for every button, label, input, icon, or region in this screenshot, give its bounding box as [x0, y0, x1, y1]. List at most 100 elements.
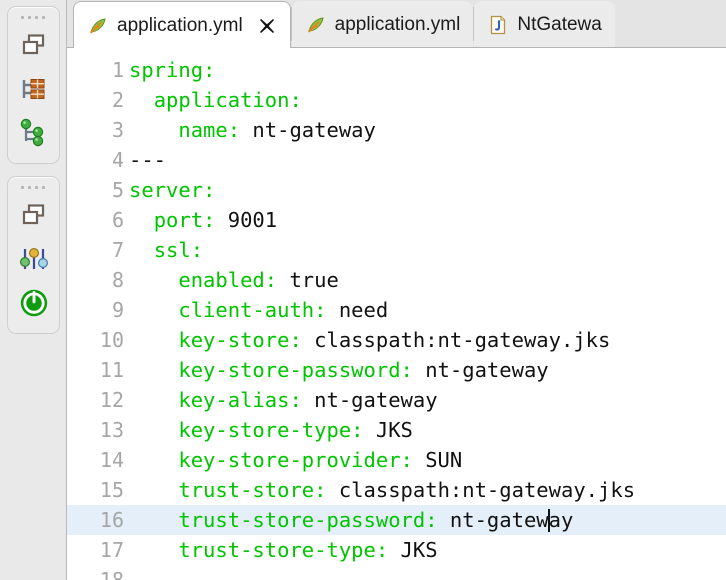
tab-label: application.yml [117, 15, 243, 36]
line-number: 12 [99, 388, 124, 412]
tab-separator [290, 7, 292, 41]
line-number: 7 [111, 238, 124, 262]
code-line[interactable]: 16 trust-store-password: nt-gateway [67, 505, 726, 535]
code-text[interactable]: enabled: true [129, 265, 726, 295]
tab-application-yml-2[interactable]: application.yml [291, 1, 474, 48]
code-line[interactable]: 15 trust-store: classpath:nt-gateway.jks [67, 475, 726, 505]
line-number: 14 [99, 448, 124, 472]
yaml-key: key-store-password: [178, 358, 413, 382]
code-text[interactable]: application: [129, 85, 726, 115]
code-line[interactable]: 14 key-store-provider: SUN [67, 445, 726, 475]
drag-handle-top[interactable] [8, 11, 59, 23]
yaml-key: name: [178, 118, 241, 142]
yaml-value: nt-gateway [412, 358, 549, 382]
line-number: 16 [99, 508, 124, 532]
code-text[interactable]: trust-store-password: nt-gateway [129, 505, 726, 535]
structure-button[interactable] [8, 67, 61, 111]
code-line[interactable]: 6 port: 9001 [67, 205, 726, 235]
code-line[interactable]: 18 [67, 565, 726, 580]
yaml-value: true [277, 268, 339, 292]
code-text[interactable]: name: nt-gateway [129, 115, 726, 145]
code-line[interactable]: 8 enabled: true [67, 265, 726, 295]
code-line[interactable]: 10 key-store: classpath:nt-gateway.jks [67, 325, 726, 355]
code-text[interactable]: port: 9001 [129, 205, 726, 235]
tab-separator [473, 7, 475, 41]
spring-boot-icon [18, 287, 50, 319]
code-text[interactable]: --- [129, 145, 726, 175]
code-text[interactable]: key-store-type: JKS [129, 415, 726, 445]
yaml-key: trust-store-password: [178, 508, 438, 532]
line-number: 6 [111, 208, 124, 232]
line-number: 18 [99, 568, 124, 580]
code-text[interactable]: key-store-password: nt-gateway [129, 355, 726, 385]
yaml-key: key-alias: [178, 388, 302, 412]
hierarchy-button[interactable] [8, 111, 61, 155]
line-number: 10 [99, 328, 124, 352]
spring-boot-button[interactable] [8, 281, 61, 325]
yaml-value: JKS [388, 538, 438, 562]
code-line[interactable]: 12 key-alias: nt-gateway [67, 385, 726, 415]
yaml-value-after-caret: ay [548, 508, 574, 532]
line-number: 1 [111, 58, 124, 82]
line-number: 13 [99, 418, 124, 442]
yaml-key: ssl: [153, 238, 204, 262]
yaml-value: SUN [412, 448, 463, 472]
line-number: 17 [99, 538, 124, 562]
code-line[interactable]: 17 trust-store-type: JKS [67, 535, 726, 565]
code-text[interactable]: key-store: classpath:nt-gateway.jks [129, 325, 726, 355]
code-text[interactable]: key-alias: nt-gateway [129, 385, 726, 415]
yaml-value: 9001 [215, 208, 278, 232]
code-text[interactable]: client-auth: need [129, 295, 726, 325]
line-number: 11 [99, 358, 124, 382]
code-line[interactable]: 11 key-store-password: nt-gateway [67, 355, 726, 385]
code-text[interactable]: trust-store-type: JKS [129, 535, 726, 565]
restore-windows-icon [22, 34, 46, 56]
restore-windows-button-2[interactable] [8, 193, 61, 237]
hierarchy-nodes-icon [19, 118, 49, 148]
code-text[interactable]: key-store-provider: SUN [129, 445, 726, 475]
line-number: 8 [111, 268, 124, 292]
tab-application-yml-active[interactable]: application.yml [73, 1, 291, 48]
line-number: 2 [111, 88, 124, 112]
code-line[interactable]: 13 key-store-type: JKS [67, 415, 726, 445]
line-number: 3 [111, 118, 124, 142]
code-text[interactable]: ssl: [129, 235, 726, 265]
yaml-value: nt-gatew [437, 508, 549, 532]
restore-windows-icon [22, 204, 46, 226]
tool-group-top [6, 6, 61, 164]
yaml-value: JKS [363, 418, 413, 442]
filters-button[interactable] [8, 237, 61, 281]
text-caret [547, 509, 550, 532]
code-line[interactable]: 9 client-auth: need [67, 295, 726, 325]
tool-sidebar [0, 0, 67, 580]
code-line[interactable]: 3 name: nt-gateway [67, 115, 726, 145]
structure-table-icon [19, 74, 49, 104]
yaml-key: key-store: [178, 328, 302, 352]
yaml-key: application: [153, 88, 302, 112]
yaml-value: nt-gateway [240, 118, 376, 142]
yaml-file-icon [88, 16, 108, 36]
code-line[interactable]: 4--- [67, 145, 726, 175]
editor-tab-bar: application.yml application.ym [67, 0, 726, 48]
tab-label: application.yml [334, 14, 461, 35]
tab-label: NtGatewa [517, 14, 602, 35]
code-line[interactable]: 2 application: [67, 85, 726, 115]
yaml-key: trust-store: [178, 478, 327, 502]
yaml-value: classpath:nt-gateway.jks [301, 328, 611, 352]
code-line[interactable]: 7 ssl: [67, 235, 726, 265]
yaml-file-icon [306, 15, 326, 35]
code-text[interactable]: spring: [129, 55, 726, 85]
drag-handle-bottom[interactable] [8, 181, 59, 193]
sliders-filter-icon [19, 244, 49, 274]
close-icon[interactable] [257, 16, 277, 36]
code-text[interactable]: server: [129, 175, 726, 205]
tab-ntgateway-java[interactable]: NtGatewa [474, 1, 615, 48]
restore-windows-button[interactable] [8, 23, 61, 67]
code-text[interactable]: trust-store: classpath:nt-gateway.jks [129, 475, 726, 505]
yaml-key: port: [153, 208, 216, 232]
yaml-key: client-auth: [178, 298, 327, 322]
